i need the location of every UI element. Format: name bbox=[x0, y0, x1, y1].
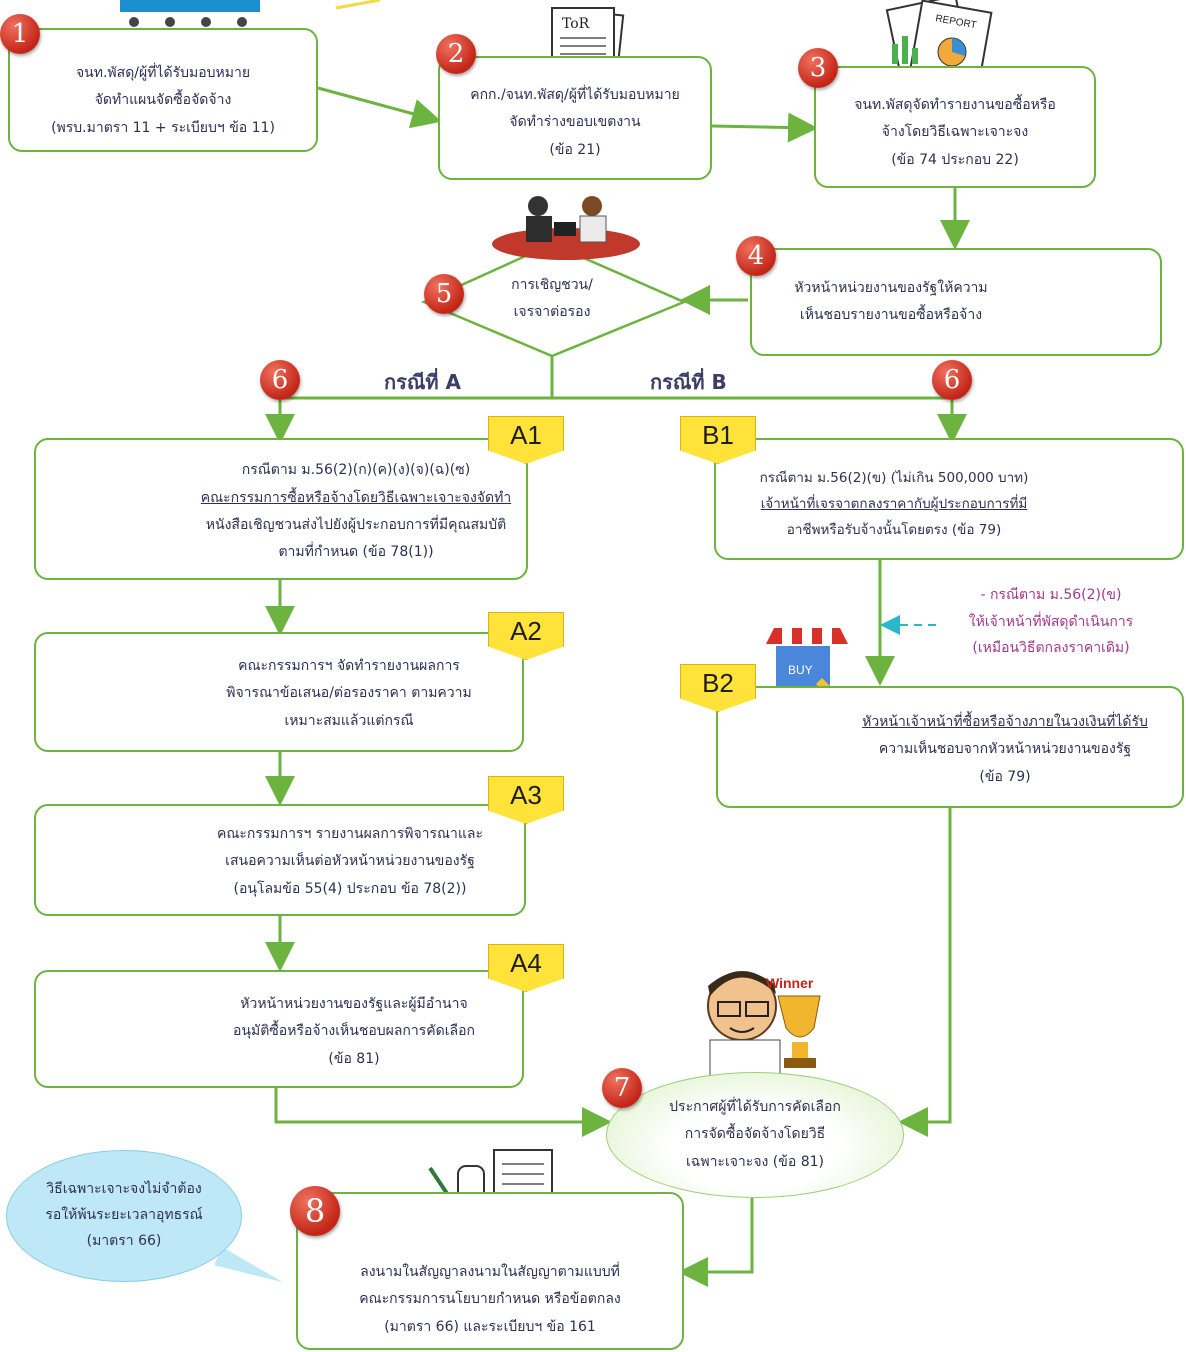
buy-label: BUY bbox=[788, 663, 813, 677]
a1-line-4: ตามที่กำหนด (ข้อ 78(1)) bbox=[278, 544, 434, 561]
a1-line-1: กรณีตาม ม.56(2)(ก)(ค)(ง)(จ)(ฉ)(ซ) bbox=[241, 462, 471, 479]
step1-badge: 1 bbox=[0, 14, 40, 54]
step4-line-1: หัวหน้าหน่วยงานของรัฐให้ความ bbox=[794, 279, 988, 296]
a2-line-3: เหมาะสมแล้วแต่กรณี bbox=[284, 712, 414, 729]
step2-line-2: จัดทำร่างขอบเขตงาน bbox=[509, 114, 641, 131]
a4-line-2: อนุมัติซื้อหรือจ้างเห็นชอบผลการคัดเลือก bbox=[233, 1023, 475, 1040]
step8-line-1: ลงนามในสัญญาลงนามในสัญญาตามแบบที่ bbox=[360, 1264, 620, 1281]
step1-box: จนท.พัสดุ/ผู้ที่ได้รับมอบหมาย จัดทำแผนจั… bbox=[8, 28, 318, 152]
step3-line-2: จ้างโดยวิธีเฉพาะเจาะจง bbox=[881, 124, 1029, 141]
step5-label: การเชิญชวน/ เจรจาต่อรอง bbox=[480, 272, 624, 325]
a3-line-3: (อนุโลมข้อ 55(4) ประกอบ ข้อ 78(2)) bbox=[233, 880, 467, 897]
a1-line-3: หนังสือเชิญชวนส่งไปยังผู้ประกอบการที่มีค… bbox=[205, 517, 507, 533]
edge-B2-7 bbox=[898, 808, 952, 1137]
b-note: - กรณีตาม ม.56(2)(ข) ให้เจ้าหน้าที่พัสดุ… bbox=[948, 582, 1154, 662]
bubble-line-1: วิธีเฉพาะเจาะจงไม่จำต้อง bbox=[46, 1181, 202, 1198]
step5-line-2: เจรจาต่อรอง bbox=[513, 303, 591, 320]
appeal-speech-bubble: วิธีเฉพาะเจาะจงไม่จำต้อง รอให้พ้นระยะเวล… bbox=[6, 1150, 242, 1282]
b2-box: หัวหน้าเจ้าหน้าที่ซื้อหรือจ้างภายในวงเงิ… bbox=[716, 686, 1184, 808]
step8-badge: 8 bbox=[290, 1186, 340, 1236]
a2-line-2: พิจารณาข้อเสนอ/ต่อรองราคา ตามความ bbox=[226, 685, 472, 702]
step2-badge: 2 bbox=[436, 34, 476, 74]
a3-line-1: คณะกรรมการฯ รายงานผลการพิจารณาและ bbox=[216, 826, 484, 843]
step5-badge: 5 bbox=[424, 274, 464, 314]
a4-line-1: หัวหน้าหน่วยงานของรัฐและผู้มีอำนาจ bbox=[240, 996, 468, 1013]
arrow-decor-top bbox=[335, 0, 381, 10]
step8-line-2: คณะกรรมการนโยบายกำหนด หรือข้อตกลง bbox=[359, 1291, 621, 1308]
a3-line-2: เสนอความเห็นต่อหัวหน้าหน่วยงานของรัฐ bbox=[225, 853, 475, 870]
step3-box: จนท.พัสดุจัดทำรายงานขอซื้อหรือ จ้างโดยวิ… bbox=[814, 66, 1096, 188]
step2-box: คกก./จนท.พัสดุ/ผู้ที่ได้รับมอบหมาย จัดทำ… bbox=[438, 56, 712, 180]
b-note-line-2: ให้เจ้าหน้าที่พัสดุดำเนินการ bbox=[968, 613, 1134, 630]
step3-line-3: (ข้อ 74 ประกอบ 22) bbox=[891, 151, 1019, 168]
b2-line-2: ความเห็นชอบจากหัวหน้าหน่วยงานของรัฐ bbox=[878, 741, 1132, 758]
step7-line-1: ประกาศผู้ที่ได้รับการคัดเลือก bbox=[669, 1099, 841, 1116]
a2-line-1: คณะกรรมการฯ จัดทำรายงานผลการ bbox=[238, 658, 460, 675]
b1-box: กรณีตาม ม.56(2)(ข) (ไม่เกิน 500,000 บาท)… bbox=[714, 438, 1184, 560]
a4-line-3: (ข้อ 81) bbox=[328, 1050, 380, 1067]
meeting-people-icon bbox=[492, 196, 640, 260]
step3-badge: 3 bbox=[798, 48, 838, 88]
b-note-line-3: (เหมือนวิธีตกลงราคาเดิม) bbox=[972, 640, 1130, 657]
step4-badge: 4 bbox=[736, 236, 776, 276]
b1-line-3: อาชีพหรือรับจ้างนั้นโดยตรง (ข้อ 79) bbox=[786, 522, 1002, 539]
step7-line-3: เฉพาะเจาะจง (ข้อ 81) bbox=[686, 1153, 824, 1170]
tor-label: ToR bbox=[562, 16, 590, 32]
step7-ellipse: ประกาศผู้ที่ได้รับการคัดเลือก การจัดซื้อ… bbox=[606, 1072, 904, 1198]
step4-line-2: เห็นชอบรายงานขอซื้อหรือจ้าง bbox=[799, 307, 983, 323]
step3-line-1: จนท.พัสดุจัดทำรายงานขอซื้อหรือ bbox=[854, 97, 1056, 114]
case-a-label: กรณีที่ A bbox=[384, 370, 462, 394]
step6b-badge: 6 bbox=[932, 360, 972, 400]
bubble-line-3: (มาตรา 66) bbox=[86, 1232, 162, 1249]
winner-trophy-icon: Winner bbox=[707, 971, 821, 1081]
b1-line-1: กรณีตาม ม.56(2)(ข) (ไม่เกิน 500,000 บาท) bbox=[759, 469, 1029, 486]
step8-line-3: (มาตรา 66) และระเบียบฯ ข้อ 161 bbox=[384, 1318, 596, 1335]
winner-label: Winner bbox=[766, 975, 814, 991]
step4-box: หัวหน้าหน่วยงานของรัฐให้ความ เห็นชอบรายง… bbox=[750, 248, 1162, 356]
step1-line-3: (พรบ.มาตรา 11 + ระเบียบฯ ข้อ 11) bbox=[51, 119, 275, 136]
step7-badge: 7 bbox=[602, 1068, 642, 1108]
edge-2-3 bbox=[711, 112, 818, 143]
a4-box: หัวหน้าหน่วยงานของรัฐและผู้มีอำนาจ อนุมั… bbox=[34, 970, 524, 1088]
step7-line-2: การจัดซื้อจัดจ้างโดยวิธี bbox=[684, 1126, 826, 1143]
b2-line-3: (ข้อ 79) bbox=[979, 768, 1031, 785]
a2-box: คณะกรรมการฯ จัดทำรายงานผลการ พิจารณาข้อเ… bbox=[34, 632, 524, 752]
edge-7-8 bbox=[678, 1198, 754, 1287]
step6a-badge: 6 bbox=[260, 360, 300, 400]
step2-line-1: คกก./จนท.พัสดุ/ผู้ที่ได้รับมอบหมาย bbox=[470, 87, 680, 104]
step1-line-1: จนท.พัสดุ/ผู้ที่ได้รับมอบหมาย bbox=[75, 65, 251, 82]
edge-A4-7 bbox=[274, 1088, 612, 1137]
step8-box: ลงนามในสัญญาลงนามในสัญญาตามแบบที่ คณะกรร… bbox=[296, 1192, 684, 1350]
report-document-icon: REPORT bbox=[885, 0, 993, 84]
step1-line-2: จัดทำแผนจัดซื้อจัดจ้าง bbox=[94, 92, 232, 109]
a1-line-2: คณะกรรมการซื้อหรือจ้างโดยวิธีเฉพาะเจาะจง… bbox=[200, 489, 512, 506]
a3-box: คณะกรรมการฯ รายงานผลการพิจารณาและ เสนอคว… bbox=[34, 804, 526, 916]
b1-line-2: เจ้าหน้าที่เจรจาตกลงราคากับผู้ประกอบการท… bbox=[760, 495, 1028, 512]
bubble-line-2: รอให้พ้นระยะเวลาอุทธรณ์ bbox=[45, 1207, 203, 1224]
shop-store-icon: BUY bbox=[766, 628, 848, 704]
edge-1-2 bbox=[317, 86, 442, 129]
case-b-label: กรณีที่ B bbox=[650, 370, 727, 394]
a1-box: กรณีตาม ม.56(2)(ก)(ค)(ง)(จ)(ฉ)(ซ) คณะกรร… bbox=[34, 438, 528, 580]
b2-line-1: หัวหน้าเจ้าหน้าที่ซื้อหรือจ้างภายในวงเงิ… bbox=[862, 714, 1148, 731]
step2-line-3: (ข้อ 21) bbox=[549, 141, 601, 158]
step5-line-1: การเชิญชวน/ bbox=[511, 277, 593, 293]
b-note-line-1: - กรณีตาม ม.56(2)(ข) bbox=[980, 587, 1122, 603]
